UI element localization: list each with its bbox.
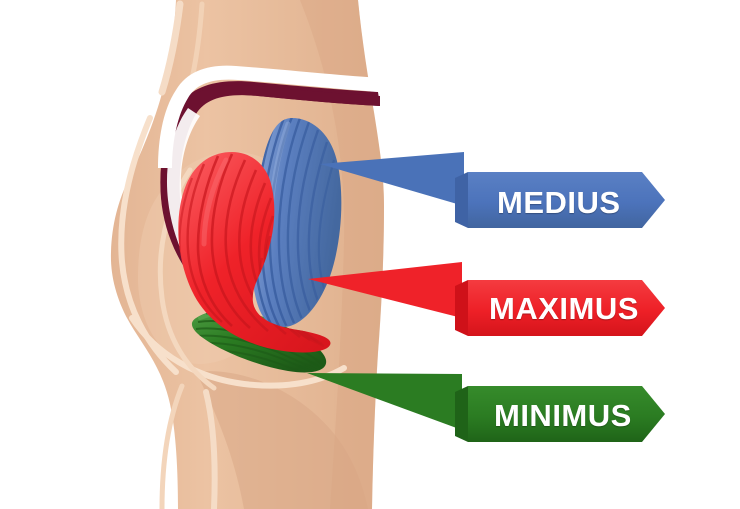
- banner-medius[interactable]: [455, 172, 665, 228]
- body-shadow-thigh: [196, 371, 368, 509]
- maximus-highlight: [201, 157, 229, 247]
- contour-thigh-crease: [203, 389, 218, 509]
- contour-torso-left: [158, 0, 184, 96]
- contour-hip-outer: [118, 115, 179, 375]
- leader-arrow-minimus: [307, 373, 462, 430]
- banner-maximus-body[interactable]: [468, 280, 665, 336]
- contour-thigh-outer: [159, 383, 185, 509]
- banner-minimus-shade: [455, 386, 468, 442]
- banner-medius-body[interactable]: [468, 172, 665, 228]
- banner-maximus[interactable]: [455, 280, 665, 336]
- banner-medius-shade: [455, 172, 468, 228]
- banner-minimus-body[interactable]: [468, 386, 665, 442]
- banner-minimus[interactable]: [455, 386, 665, 442]
- leader-arrow-medius: [320, 152, 464, 206]
- leader-arrow-maximus: [308, 262, 462, 318]
- banner-maximus-shade: [455, 280, 468, 336]
